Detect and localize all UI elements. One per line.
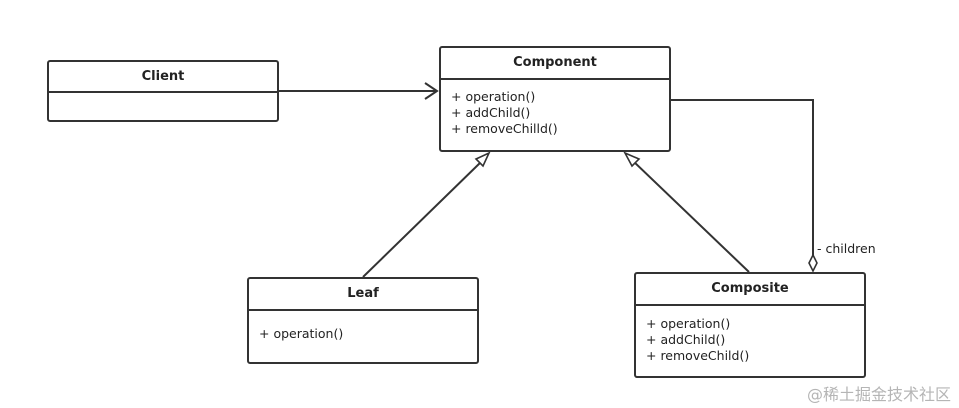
composite-class: Composite + operation() + addChild() + r… <box>634 272 866 378</box>
leaf-generalization-line <box>362 160 483 278</box>
composite-member: + addChild() <box>646 332 726 347</box>
composite-member: + removeChild() <box>646 348 750 363</box>
composite-generalization-line <box>632 160 750 273</box>
client-class-name: Client <box>49 62 277 93</box>
aggregation-diamond <box>808 253 818 273</box>
client-class: Client <box>47 60 279 122</box>
association-arrowhead <box>424 82 439 100</box>
component-class: Component + operation() + addChild() + r… <box>439 46 671 152</box>
composite-class-name: Composite <box>636 274 864 306</box>
component-member: + addChild() <box>451 105 531 120</box>
leaf-class: Leaf + operation() <box>247 277 479 364</box>
composite-generalization-triangle <box>623 151 641 168</box>
component-member: + removeChilld() <box>451 121 558 136</box>
component-class-members: + operation() + addChild() + removeChill… <box>441 80 669 137</box>
children-aggregation-line <box>671 99 814 256</box>
leaf-member: + operation() <box>259 326 344 341</box>
watermark: @稀土掘金技术社区 <box>806 385 951 404</box>
composite-member: + operation() <box>646 316 731 331</box>
component-member: + operation() <box>451 89 536 104</box>
leaf-class-members: + operation() <box>249 311 477 342</box>
children-role-label: - children <box>817 241 876 256</box>
composite-class-members: + operation() + addChild() + removeChild… <box>636 306 864 364</box>
component-class-name: Component <box>441 48 669 80</box>
leaf-class-name: Leaf <box>249 279 477 311</box>
leaf-generalization-triangle <box>474 151 491 168</box>
